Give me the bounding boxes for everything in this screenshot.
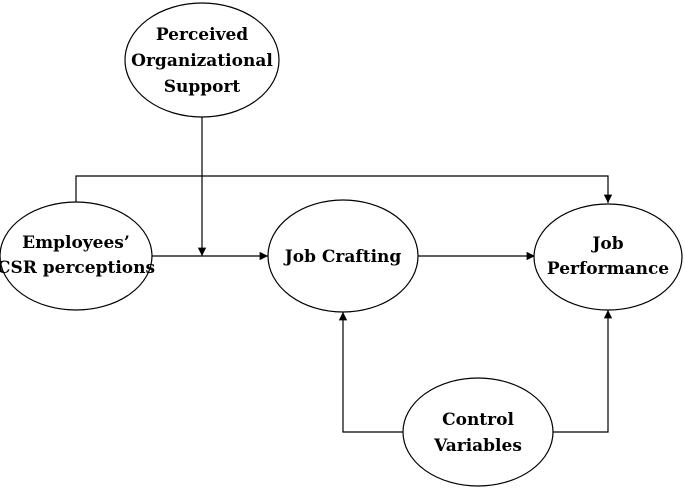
csr-label-line-2: CSR perceptions — [0, 258, 155, 278]
node-job-performance: Job Performance — [533, 203, 683, 311]
pos-label-line-2: Organizational — [131, 51, 273, 71]
edge-csr-to-job-performance — [75, 175, 613, 203]
job-performance-label-line-2: Performance — [547, 259, 669, 279]
job-crafting-label: Job Crafting — [283, 247, 402, 267]
job-performance-label-line-1: Job — [590, 234, 623, 254]
node-perceived-organizational-support: Perceived Organizational Support — [124, 2, 280, 118]
control-label-line-1: Control — [442, 410, 514, 430]
pos-label-line-1: Perceived — [156, 25, 248, 45]
node-job-crafting: Job Crafting — [267, 199, 419, 313]
pos-label-line-3: Support — [164, 77, 241, 97]
control-label-line-2: Variables — [433, 436, 522, 456]
edge-control-to-job-performance — [553, 310, 613, 433]
node-control-variables: Control Variables — [402, 377, 554, 487]
node-employees-csr-perceptions: Employees’ CSR perceptions — [0, 201, 155, 311]
csr-label-line-1: Employees’ — [22, 233, 130, 253]
edge-control-to-job-crafting — [338, 312, 404, 433]
